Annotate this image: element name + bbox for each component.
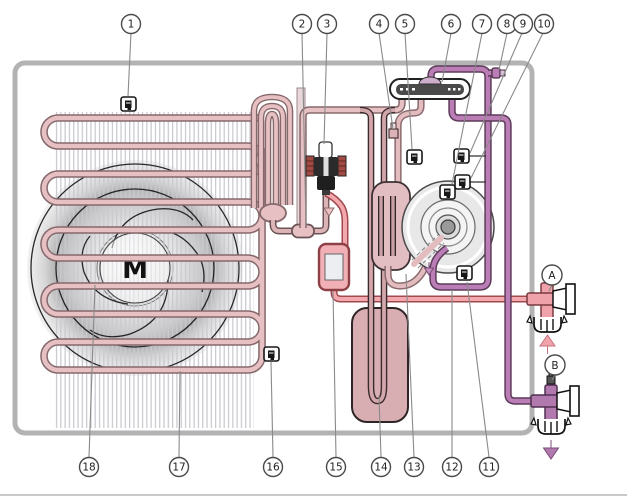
- thermistor-icon: [406, 149, 423, 165]
- callout-4: 4: [368, 13, 390, 35]
- gas-line-to-valve-b: [448, 100, 542, 405]
- callout-17: 17: [168, 456, 190, 478]
- callout-a: A: [541, 264, 563, 286]
- heat-exchanger-fins: [54, 112, 254, 428]
- accumulator: [371, 181, 434, 290]
- svg-text:17: 17: [172, 462, 185, 474]
- callout-5: 5: [394, 13, 416, 35]
- callout-7: 7: [471, 13, 493, 35]
- callout-6: 6: [440, 13, 462, 35]
- svg-text:4: 4: [376, 19, 383, 31]
- thermistor-icon: [456, 265, 473, 281]
- service-valve-b: [530, 370, 580, 435]
- callout-12: 12: [441, 456, 463, 478]
- callout-2: 2: [291, 13, 313, 35]
- svg-text:9: 9: [520, 19, 527, 31]
- accumulator-inlet-pipe: [388, 99, 425, 185]
- svg-text:14: 14: [374, 462, 388, 474]
- liquid-line: [330, 286, 545, 303]
- discharge-pipe: [427, 65, 506, 291]
- thermistor-icon: [120, 96, 137, 112]
- callout-14: 14: [370, 456, 392, 478]
- callouts: 1 2 3 4 5 6 7 8 9 10 11 12 13 14 15 16 1…: [78, 13, 566, 478]
- svg-text:1: 1: [128, 19, 135, 31]
- svg-text:15: 15: [329, 462, 342, 474]
- leader-lines: [88, 32, 556, 458]
- svg-text:A: A: [548, 270, 556, 282]
- expansion-valve: [305, 141, 347, 217]
- svg-text:13: 13: [407, 462, 420, 474]
- thermistor-icon: [439, 184, 456, 200]
- eev-outlet-pipe: [324, 189, 349, 250]
- thermistor-icon: [454, 174, 471, 190]
- flow-arrow-down-small: [323, 201, 335, 217]
- charge-port: [388, 128, 399, 139]
- svg-text:12: 12: [445, 462, 458, 474]
- callout-1: 1: [120, 13, 142, 35]
- svg-text:B: B: [551, 360, 558, 372]
- svg-text:11: 11: [482, 462, 495, 474]
- callout-16: 16: [262, 456, 284, 478]
- callout-10: 10: [533, 13, 555, 35]
- callout-3: 3: [316, 13, 338, 35]
- svg-text:16: 16: [266, 462, 280, 474]
- four-way-valve: [389, 76, 471, 100]
- callout-15: 15: [325, 456, 347, 478]
- callout-13: 13: [403, 456, 425, 478]
- svg-text:6: 6: [448, 19, 455, 31]
- charge-port-cap: [390, 122, 397, 130]
- callout-b: B: [544, 354, 566, 376]
- svg-text:7: 7: [479, 19, 486, 31]
- coil-header: [250, 93, 330, 239]
- muffler-tank: [351, 106, 409, 423]
- svg-text:3: 3: [324, 19, 331, 31]
- filter-drier: [317, 242, 351, 292]
- svg-text:2: 2: [299, 19, 306, 31]
- thermistor-icon: [263, 346, 280, 362]
- svg-text:5: 5: [402, 19, 409, 31]
- callout-18: 18: [78, 456, 100, 478]
- flow-arrow-up: [539, 334, 556, 354]
- distributor: [259, 203, 287, 223]
- flow-arrow-down-small: [423, 262, 435, 276]
- service-valve-a: [526, 282, 576, 333]
- svg-text:18: 18: [82, 462, 95, 474]
- callout-9: 9: [512, 13, 534, 35]
- flow-arrow-down: [542, 440, 560, 460]
- svg-text:8: 8: [504, 19, 511, 31]
- svg-text:10: 10: [537, 19, 550, 31]
- callout-11: 11: [478, 456, 500, 478]
